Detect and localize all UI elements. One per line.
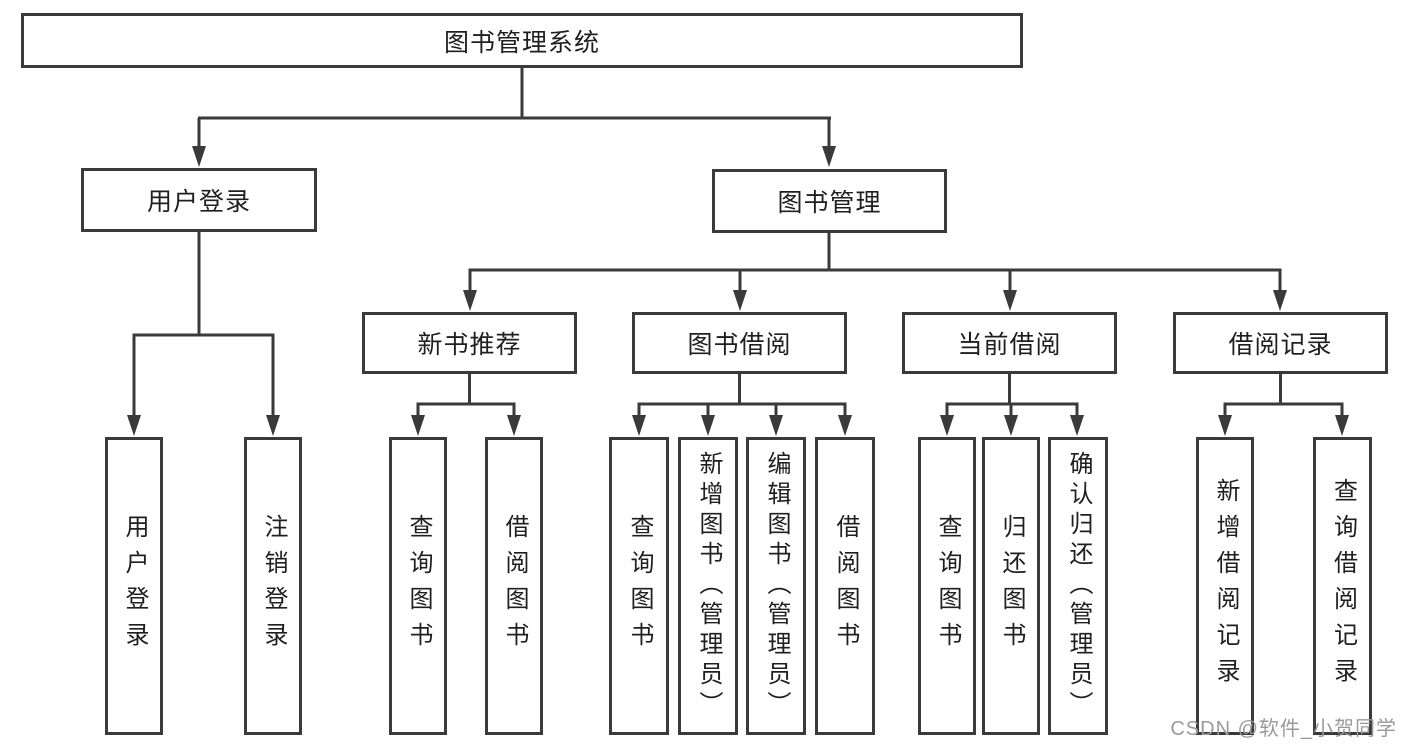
node-borrow-books-borrowing: 借阅图书: [815, 437, 875, 735]
arrowhead-icon: [1003, 290, 1017, 311]
node-edit-books-admin: 编辑图书（管理员）: [746, 437, 806, 735]
node-user-login-leaf: 用户登录: [105, 437, 163, 735]
arrowhead-icon: [1273, 290, 1287, 311]
arrowhead-icon: [1218, 415, 1232, 436]
node-library-management-system: 图书管理系统: [21, 13, 1023, 68]
node-confirm-return-admin: 确认归还（管理员）: [1048, 437, 1108, 735]
arrowhead-icon: [507, 415, 521, 436]
arrowhead-icon: [701, 415, 715, 436]
node-book-borrowing: 图书借阅: [632, 312, 847, 374]
csdn-watermark: CSDN @软件_小贺同学: [1170, 718, 1397, 740]
arrowhead-icon: [838, 415, 852, 436]
node-query-books-borrowing: 查询图书: [609, 437, 669, 735]
arrowhead-icon: [192, 146, 206, 167]
arrowhead-icon: [1335, 415, 1349, 436]
arrowhead-icon: [463, 290, 477, 311]
node-user-login: 用户登录: [81, 168, 317, 232]
node-logout-leaf: 注销登录: [244, 437, 302, 735]
arrowhead-icon: [127, 415, 141, 436]
arrowhead-icon: [266, 415, 280, 436]
arrowhead-icon: [632, 415, 646, 436]
arrowhead-icon: [822, 146, 836, 167]
node-borrow-books-recommend: 借阅图书: [485, 437, 543, 735]
arrowhead-icon: [1004, 415, 1018, 436]
node-query-borrow-record: 查询借阅记录: [1313, 437, 1372, 735]
node-book-management: 图书管理: [712, 169, 947, 233]
arrowhead-icon: [1070, 415, 1084, 436]
node-add-borrow-record: 新增借阅记录: [1196, 437, 1254, 735]
node-return-books: 归还图书: [982, 437, 1040, 735]
node-query-books-recommend: 查询图书: [389, 437, 447, 735]
arrowhead-icon: [733, 290, 747, 311]
node-add-books-admin: 新增图书（管理员）: [678, 437, 738, 735]
arrowhead-icon: [769, 415, 783, 436]
arrowhead-icon: [940, 415, 954, 436]
node-borrowing-records: 借阅记录: [1173, 312, 1388, 374]
node-new-book-recommend: 新书推荐: [362, 312, 577, 374]
arrowhead-icon: [411, 415, 425, 436]
node-query-books-current: 查询图书: [918, 437, 976, 735]
node-current-borrowing: 当前借阅: [902, 312, 1117, 374]
